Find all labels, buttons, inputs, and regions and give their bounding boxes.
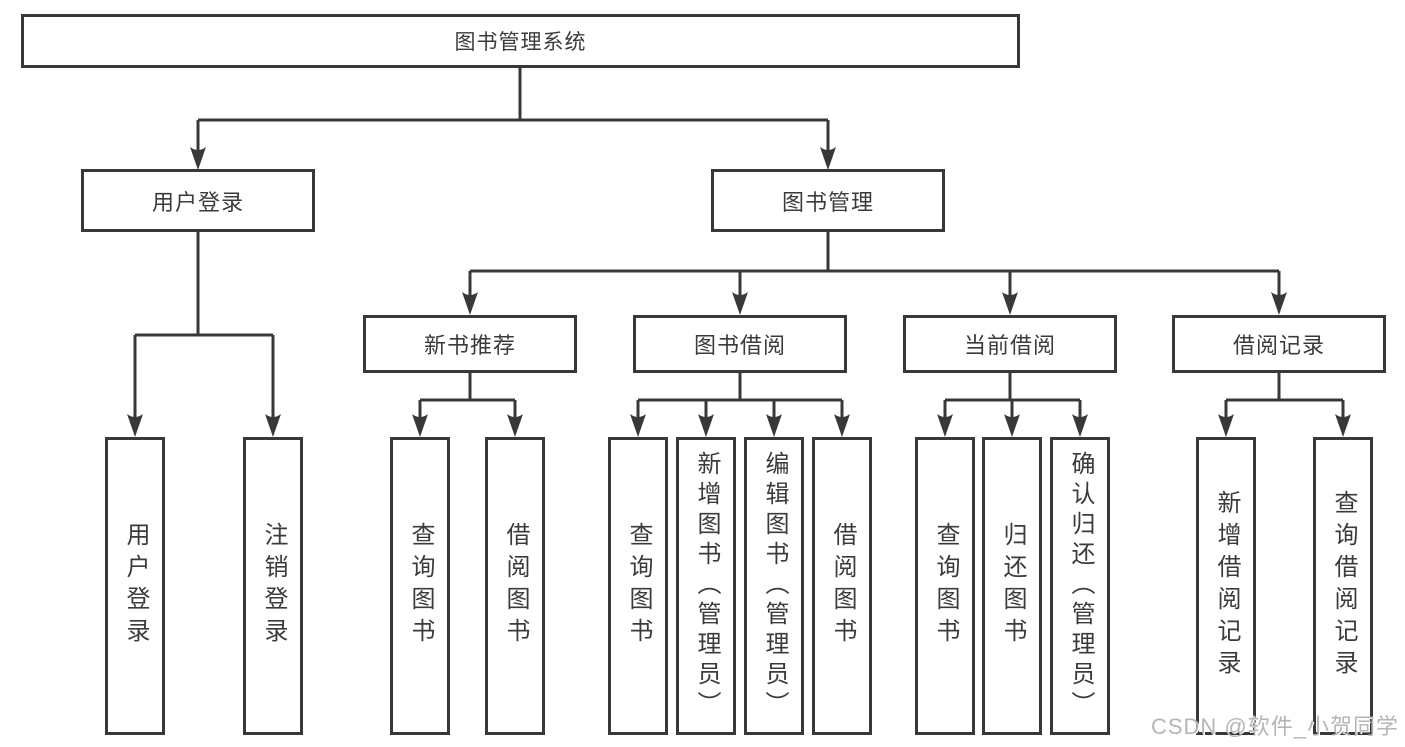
leaf-query-books-borrow: 查询图书 — [608, 437, 668, 735]
leaf-query-books-recommend: 查询图书 — [390, 437, 450, 735]
leaf-add-borrow-record: 新增借阅记录 — [1196, 437, 1256, 735]
leaf-borrow-books-recommend: 借阅图书 — [485, 437, 545, 735]
leaf-return-books: 归还图书 — [982, 437, 1042, 735]
leaf-add-books-admin: 新增图书（管理员） — [676, 437, 736, 735]
leaf-logout: 注销登录 — [243, 437, 303, 735]
arrowheads — [127, 147, 1351, 437]
leaf-borrow-books: 借阅图书 — [812, 437, 872, 735]
node-book-management-branch: 图书管理 — [711, 169, 945, 232]
node-new-book-recommendation: 新书推荐 — [363, 315, 577, 373]
node-current-borrowing: 当前借阅 — [903, 315, 1117, 373]
leaf-query-borrow-record: 查询借阅记录 — [1313, 437, 1373, 735]
leaf-user-login: 用户登录 — [105, 437, 165, 735]
csdn-watermark: CSDN @软件_小贺同学 — [1150, 714, 1399, 739]
node-book-borrowing: 图书借阅 — [633, 315, 847, 373]
leaf-query-books-current: 查询图书 — [915, 437, 975, 735]
node-borrowing-records: 借阅记录 — [1172, 315, 1386, 373]
leaf-edit-books-admin: 编辑图书（管理员） — [744, 437, 804, 735]
node-user-login-branch: 用户登录 — [81, 169, 315, 232]
connector-strokes — [133, 68, 1345, 433]
node-library-management-system: 图书管理系统 — [21, 14, 1020, 68]
leaf-confirm-return-admin: 确认归还（管理员） — [1050, 437, 1110, 735]
